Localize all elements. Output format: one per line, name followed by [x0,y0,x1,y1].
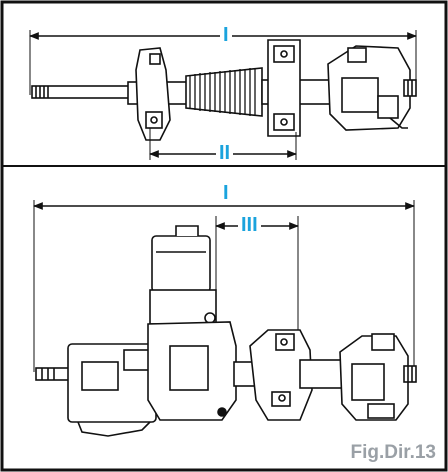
top-dimension-ii-label: II [216,143,234,163]
bottom-dimension-i-label: I [220,183,232,203]
top-steering-column-drawing [29,30,417,160]
figure-caption: Fig.Dir.13 [350,442,436,463]
top-dimension-i-label: I [220,25,232,45]
bottom-dimension-iii-label: III [238,215,261,235]
bottom-steering-column-drawing [33,200,417,437]
